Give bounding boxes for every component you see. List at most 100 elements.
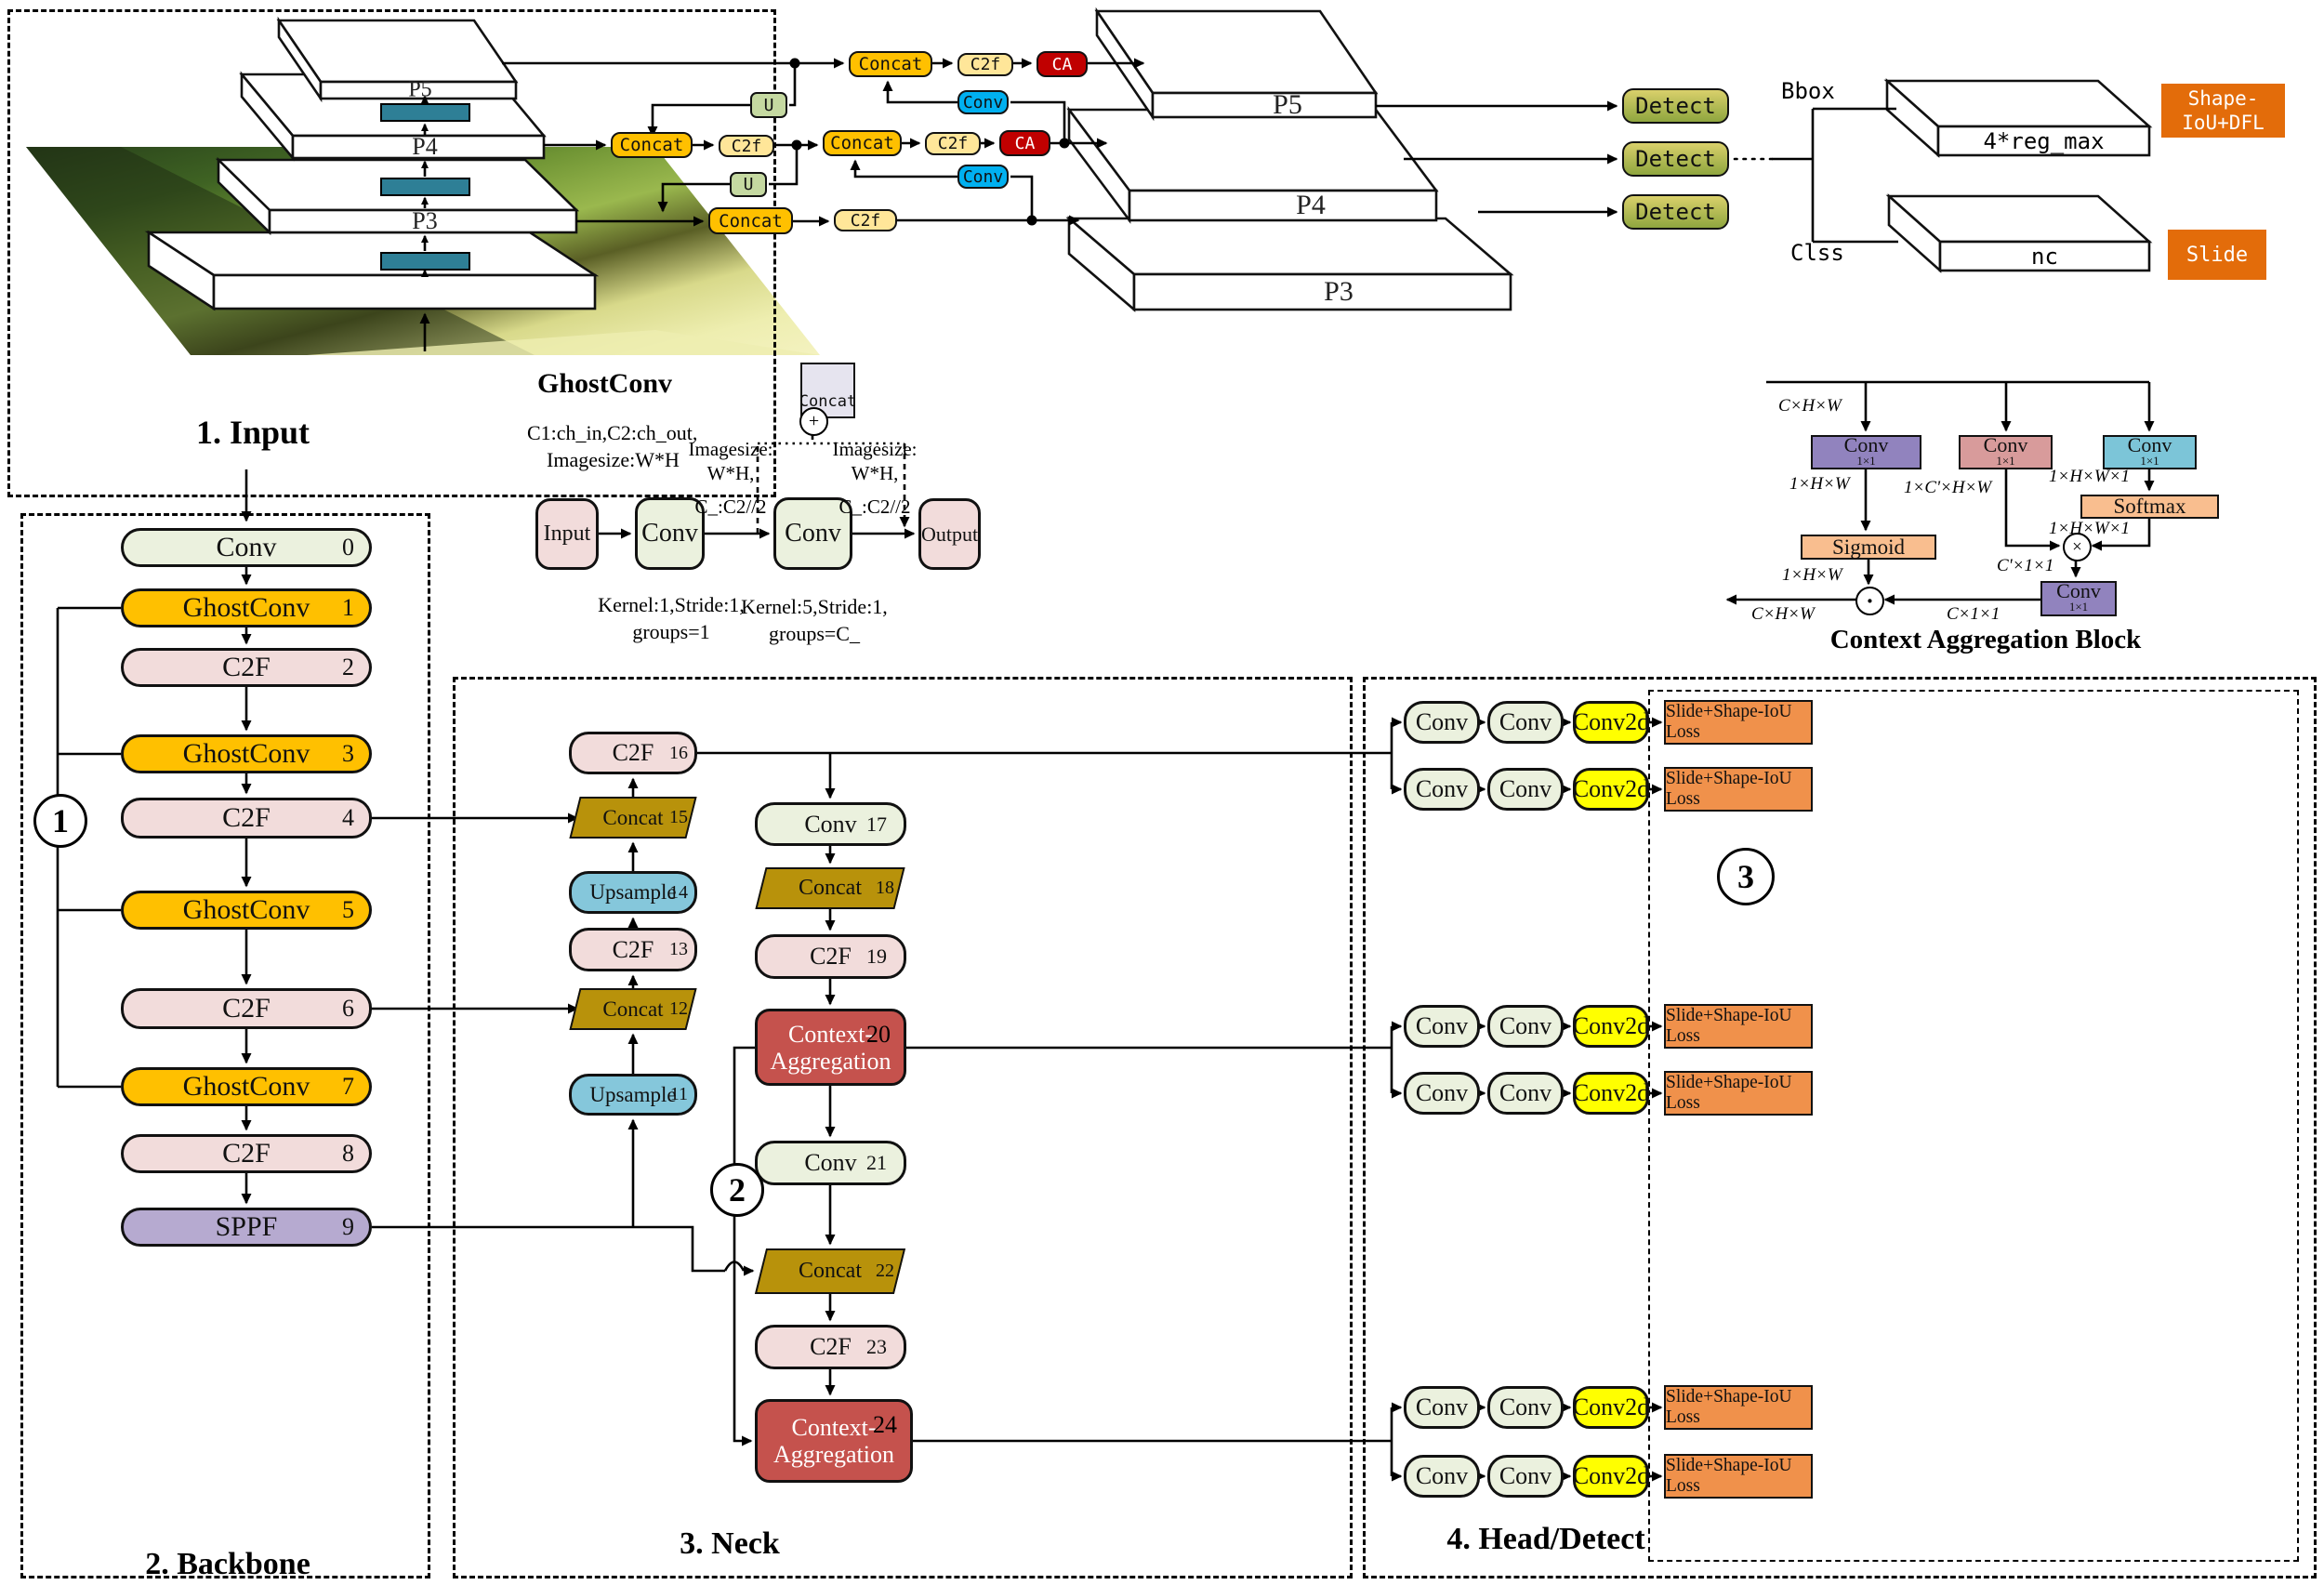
head-conv2d: Conv2d xyxy=(1573,768,1649,811)
head-conv: Conv xyxy=(1404,701,1480,744)
topflow-ca-b: CA xyxy=(999,130,1050,156)
node-label: GhostConv xyxy=(182,1071,310,1102)
node-num: 11 xyxy=(669,1084,688,1104)
topflow-c2f-p3: C2f xyxy=(834,209,897,231)
ca-dim-query: 1×H×W xyxy=(1789,474,1850,494)
node-label: Concat xyxy=(602,805,664,829)
left-p4-label: P4 xyxy=(412,133,438,160)
left-p5-label: P5 xyxy=(408,77,432,102)
node-num: 3 xyxy=(342,740,354,767)
node-label: GhostConv xyxy=(182,894,310,925)
node-sub: 1×1 xyxy=(2068,600,2089,614)
ca-dim-value2: 1×H×W×1 xyxy=(2049,519,2131,538)
topflow-concat-p4: Concat xyxy=(611,132,693,158)
shape-iou-line1: Shape- xyxy=(2187,87,2259,110)
ca-softmax: Softmax xyxy=(2080,495,2219,519)
node-label: Conv xyxy=(216,532,277,562)
topflow-ca-a: CA xyxy=(1037,51,1088,77)
ca-dim-sigmoid: 1×H×W xyxy=(1782,565,1842,585)
ca-dim-input: C×H×W xyxy=(1778,396,1842,416)
ghostconv-title: GhostConv xyxy=(537,368,673,399)
head-conv2d: Conv2d xyxy=(1573,1005,1649,1048)
head-conv2d: Conv2d xyxy=(1573,1455,1649,1498)
head-conv: Conv xyxy=(1487,768,1564,811)
node-label: C2F xyxy=(612,935,654,963)
head-conv: Conv xyxy=(1404,1455,1480,1498)
right-p3-label: P3 xyxy=(1324,276,1353,307)
head-conv2d: Conv2d xyxy=(1573,1072,1649,1115)
node-num: 17 xyxy=(866,812,887,836)
node-label: Conv xyxy=(2127,432,2172,456)
topflow-concat-p3: Concat xyxy=(708,207,793,234)
node-num: 13 xyxy=(669,939,688,959)
kernel-line: Kernel:5,Stride:1, xyxy=(741,595,888,618)
shape-iou-dfl-box: Shape- IoU+DFL xyxy=(2161,84,2285,138)
ghostconv-note1: C1:ch_in,C2:ch_out, xyxy=(527,421,698,444)
node-label: Concat xyxy=(799,876,862,900)
reg-max-label: 4*reg_max xyxy=(1983,127,2105,154)
head-conv: Conv xyxy=(1404,1072,1480,1115)
node-label: C2F xyxy=(222,652,271,682)
detect-box-p3: Detect xyxy=(1622,194,1729,230)
left-p3-label: P3 xyxy=(412,207,438,234)
node-sub: 1×1 xyxy=(2140,453,2159,468)
topflow-c2f-p4: C2f xyxy=(719,135,774,157)
ghostconv-kernel2: Kernel:5,Stride:1, groups=C_ xyxy=(741,593,888,647)
node-label: GhostConv xyxy=(182,592,310,623)
ghostconv-mid-label1: Imagesize: W*H, C_:C2//2 xyxy=(689,437,773,519)
node-num: 9 xyxy=(342,1213,354,1240)
neck-section-box xyxy=(453,677,1353,1578)
input-section-label: 1. Input xyxy=(195,414,310,451)
node-num: 22 xyxy=(876,1261,894,1281)
ghostconv-output: Output xyxy=(918,498,981,570)
node-num: 1 xyxy=(342,594,354,621)
shape-iou-line2: IoU+DFL xyxy=(2182,112,2265,134)
head-section-box xyxy=(1363,677,2317,1578)
topflow-conv-2: Conv xyxy=(957,165,1009,189)
kernel-line: groups=C_ xyxy=(769,622,860,645)
node-label: Conv xyxy=(2056,579,2101,602)
detect-box-p5: Detect xyxy=(1622,88,1729,124)
feature-bars xyxy=(380,103,470,271)
ca-sigmoid: Sigmoid xyxy=(1801,535,1936,560)
head-conv: Conv xyxy=(1487,701,1564,744)
neck-context-aggregation-24: Context- Aggregation 24 xyxy=(755,1399,913,1483)
nc-label: nc xyxy=(2031,243,2058,270)
ca-dot-circle: · xyxy=(1855,587,1884,615)
right-p4-label: P4 xyxy=(1296,190,1326,220)
node-label: Conv xyxy=(804,810,857,838)
ca-dim-value1: 1×H×W×1 xyxy=(2049,467,2131,486)
node-num: 6 xyxy=(342,995,354,1022)
ca-dim-cprime: C'×1×1 xyxy=(1997,556,2054,575)
marker-circle-3: 3 xyxy=(1717,848,1775,905)
head-loss: Slide+Shape-IoU Loss xyxy=(1664,1454,1813,1499)
backbone-c2f-2: C2F 2 xyxy=(121,648,372,687)
node-num: 2 xyxy=(342,654,354,680)
node-label: Conv xyxy=(1983,432,2028,456)
mid-line: C_:C2//2 xyxy=(694,495,767,518)
bbox-label: Bbox xyxy=(1781,78,1835,104)
neck-context-aggregation-20: Context- Aggregation 20 xyxy=(755,1009,906,1086)
head-loss: Slide+Shape-IoU Loss xyxy=(1664,700,1813,745)
head-conv: Conv xyxy=(1487,1072,1564,1115)
loss-inner-box xyxy=(1648,690,2299,1562)
head-conv: Conv xyxy=(1404,1386,1480,1429)
node-num: 14 xyxy=(669,881,688,903)
node-num: 15 xyxy=(669,807,688,827)
clss-label: Clss xyxy=(1790,240,1844,266)
slide-box: Slide xyxy=(2168,230,2266,280)
